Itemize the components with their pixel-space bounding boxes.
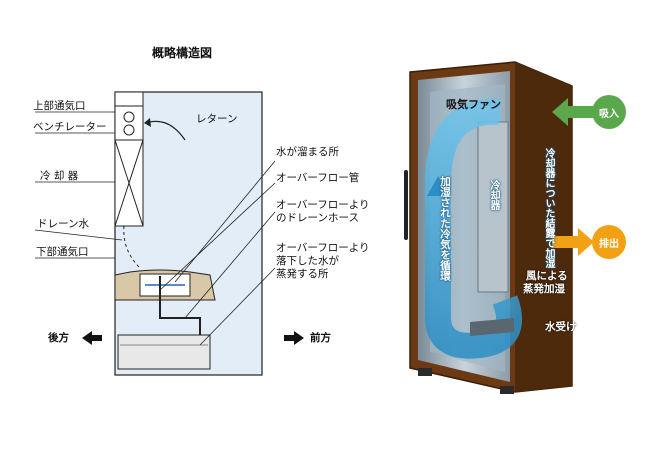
intake-fan-label: 吸気ファン (446, 98, 501, 111)
overflow-pipe-label: オーバーフロー管 (276, 172, 360, 184)
condensation-label: 冷却器についた結露で加湿 (543, 148, 554, 268)
upper-vent-label: 上部通気口 (33, 100, 86, 112)
cooler-cross-2 (114, 139, 144, 227)
return-arrow (149, 120, 186, 141)
cooler-vertical-label: 冷却器 (488, 180, 499, 210)
rear-arrow (82, 331, 102, 345)
fan-humid-label-2: 蒸発加湿 (523, 283, 565, 295)
cooler-label: 冷 却 器 (40, 170, 79, 182)
front-arrow (284, 331, 304, 345)
lower-vent-label: 下部通気口 (36, 246, 89, 258)
fan-circle-2 (123, 124, 135, 136)
evaporation-tray (117, 334, 211, 370)
diagram-title: 概略構造図 (152, 46, 213, 60)
drip-tray (470, 318, 514, 336)
drain-hose-label-2: のドレーンホース (276, 212, 359, 224)
evaporate-label-2: 落下した水が (276, 255, 339, 267)
return-label: レターン (196, 113, 238, 125)
door-handle (404, 170, 408, 240)
humid-air-label: 加湿された冷気を循環 (439, 176, 451, 281)
rear-label: 後方 (48, 332, 69, 344)
evaporate-label-1: オーバーフローより (276, 242, 370, 254)
cooler-unit (477, 121, 509, 293)
drain-arrow (123, 225, 141, 269)
overflow-pipe (159, 276, 201, 335)
airflow-loop (425, 98, 522, 359)
exhaust-arrow (552, 228, 594, 256)
drip-tray-label: 水受け (545, 321, 577, 333)
fan-humid-label-1: 風による (526, 270, 568, 282)
evaporate-label-3: 蒸発する所 (276, 268, 329, 280)
drain-hose-label-1: オーバーフローより (276, 199, 370, 211)
exhaust-badge: 排出 (592, 225, 626, 259)
front-label: 前方 (310, 332, 331, 344)
drain-water-label: ドレーン水 (37, 218, 89, 230)
ventilator-label: ベンチレーター (33, 121, 107, 133)
fan-circle-1 (123, 111, 135, 123)
intake-badge: 吸入 (592, 95, 626, 129)
intake-arrow (552, 98, 596, 126)
water-pool-label: 水が溜まる所 (276, 146, 339, 158)
